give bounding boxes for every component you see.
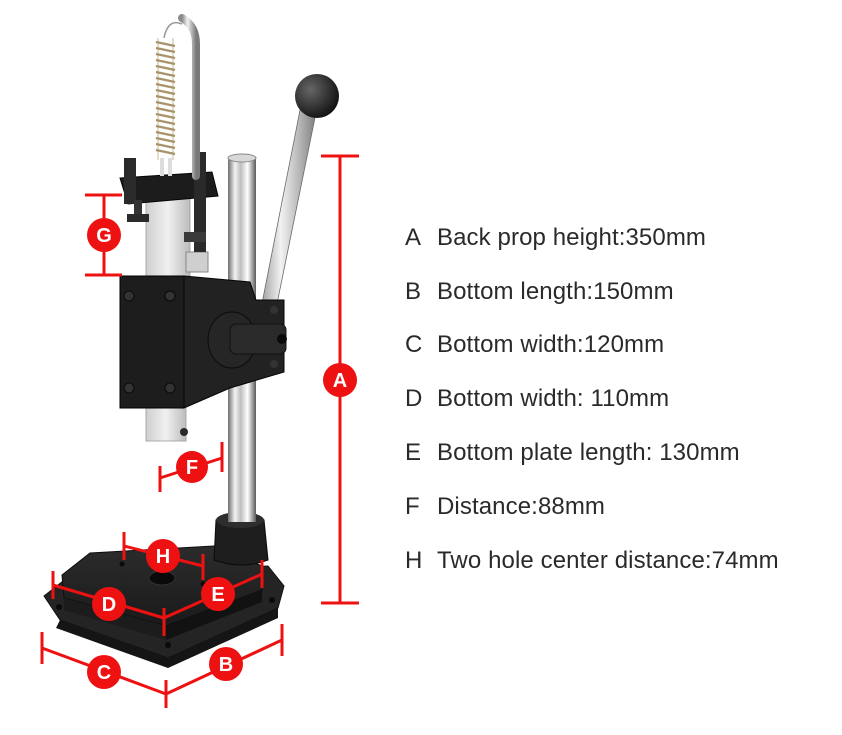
lever-knob <box>295 74 339 118</box>
spec-item-A: A Back prop height:350mm <box>405 224 706 252</box>
center-hole <box>148 570 176 586</box>
spec-letter: D <box>405 385 423 412</box>
spec-list: A Back prop height:350mm B Bottom length… <box>405 0 842 735</box>
spec-letter: F <box>405 493 420 520</box>
spec-letter: B <box>405 278 422 305</box>
badge-B: B <box>209 647 243 681</box>
spec-item-B: B Bottom length:150mm <box>405 278 674 306</box>
svg-text:A: A <box>333 370 347 392</box>
svg-text:B: B <box>219 654 233 676</box>
return-spring <box>155 14 200 180</box>
spec-letter: E <box>405 439 422 466</box>
press-illustration <box>43 14 339 668</box>
spring-post <box>178 14 200 180</box>
svg-text:D: D <box>102 594 116 616</box>
spec-item-F: F Distance:88mm <box>405 493 605 521</box>
badge-F: F <box>176 451 208 483</box>
press-head <box>119 275 287 409</box>
spec-item-C: C Bottom width:120mm <box>405 331 664 359</box>
badge-A: A <box>323 363 357 397</box>
spec-text: Two hole center distance:74mm <box>437 547 779 574</box>
lever-arm <box>255 74 339 339</box>
svg-text:H: H <box>156 546 170 568</box>
svg-text:E: E <box>211 584 224 606</box>
spec-letter: C <box>405 331 423 358</box>
svg-text:F: F <box>186 457 198 479</box>
svg-text:C: C <box>97 662 111 684</box>
badges: A G F H D E C B <box>87 218 357 689</box>
spec-letter: A <box>405 224 422 251</box>
spec-text: Bottom plate length: 130mm <box>437 439 740 466</box>
spec-text: Bottom length:150mm <box>437 278 674 305</box>
spec-letter: H <box>405 547 423 574</box>
spec-item-D: D Bottom width: 110mm <box>405 385 669 413</box>
spec-text: Distance:88mm <box>437 493 606 520</box>
spec-item-E: E Bottom plate length: 130mm <box>405 439 740 467</box>
badge-H: H <box>146 539 180 573</box>
spec-text: Bottom width: 110mm <box>437 385 670 412</box>
svg-text:G: G <box>96 225 112 247</box>
badge-D: D <box>92 587 126 621</box>
badge-C: C <box>87 655 121 689</box>
spec-item-H: H Two hole center distance:74mm <box>405 547 779 575</box>
badge-E: E <box>201 577 235 611</box>
spec-text: Bottom width:120mm <box>437 331 665 358</box>
spec-text: Back prop height:350mm <box>437 224 707 251</box>
badge-G: G <box>87 218 121 252</box>
